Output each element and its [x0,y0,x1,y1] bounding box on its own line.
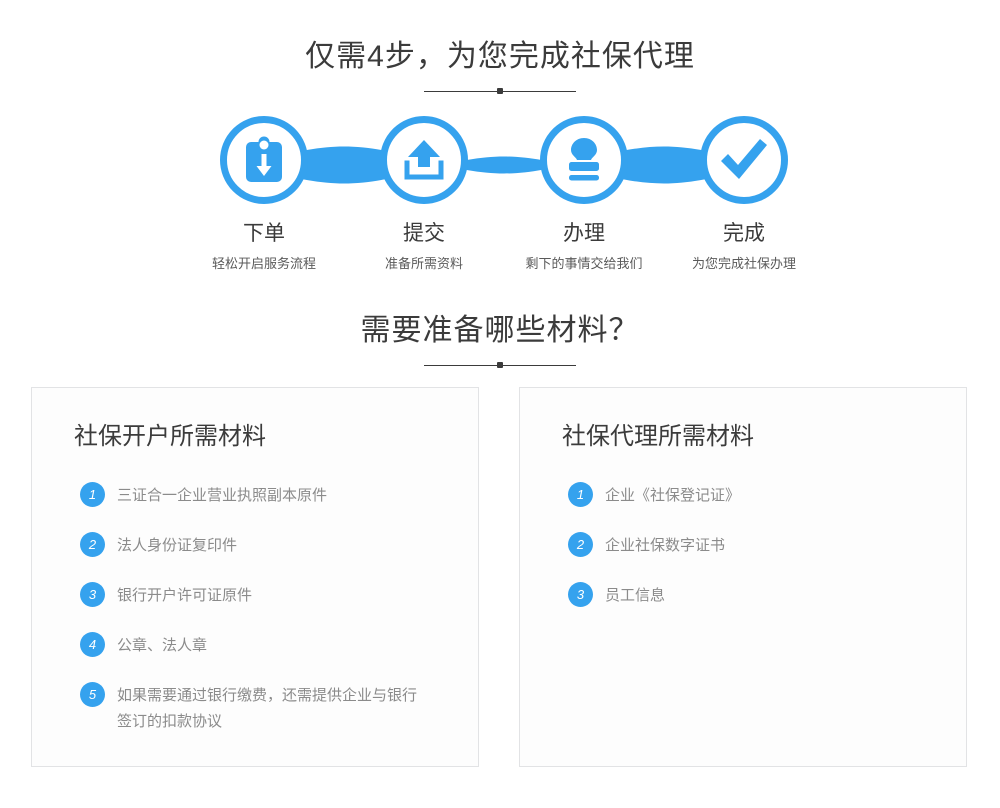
material-card-open-account: 社保开户所需材料 1 三证合一企业营业执照副本原件 2 法人身份证复印件 3 银… [31,387,479,767]
step-desc-3: 剩下的事情交给我们 [525,256,643,271]
item-text: 银行开户许可证原件 [117,587,253,604]
item-number-badge: 3 [80,582,105,607]
materials-title: 需要准备哪些材料？ [360,314,640,347]
item-number-badge: 3 [568,582,593,607]
clipboard-download-icon [227,123,301,197]
item-text: 企业社保数字证书 [605,537,726,554]
step-label-2: 提交 [403,222,445,245]
material-list: 1 三证合一企业营业执照副本原件 2 法人身份证复印件 3 银行开户许可证原件 … [80,482,452,735]
material-list: 1 企业《社保登记证》 2 企业社保数字证书 3 员工信息 [568,482,940,632]
upload-tray-icon [387,123,461,197]
title-divider [424,86,576,98]
item-text: 企业《社保登记证》 [605,487,741,504]
list-item: 4 公章、法人章 [80,632,452,682]
steps-strip: 下单 轻松开启服务流程 提交 准备所需资料 办理 剩下的事情交给我们 [0,110,1000,290]
list-item: 5 如果需要通过银行缴费，还需提供企业与银行签订的扣款协议 [80,682,417,735]
materials-section-heading: 需要准备哪些材料？ [0,310,1000,372]
step-label-1: 下单 [243,222,285,245]
checkmark-icon [707,123,781,197]
item-text: 员工信息 [605,587,666,604]
item-number-badge: 1 [80,482,105,507]
divider-dot [497,88,503,94]
list-item: 2 企业社保数字证书 [568,532,940,582]
step-connector-ribbon [264,146,744,184]
list-item: 1 三证合一企业营业执照副本原件 [80,482,452,532]
step-desc-1: 轻松开启服务流程 [211,256,316,271]
step-label-3: 办理 [563,222,605,245]
stamp-icon [547,123,621,197]
item-number-badge: 2 [80,532,105,557]
material-card-agency: 社保代理所需材料 1 企业《社保登记证》 2 企业社保数字证书 3 员工信息 [519,387,967,767]
title-divider [424,360,576,372]
item-text: 法人身份证复印件 [117,537,238,554]
page-title: 仅需4步，为您完成社保代理 [305,40,695,73]
card-title: 社保代理所需材料 [562,423,754,450]
item-text: 三证合一企业营业执照副本原件 [117,487,328,504]
step-desc-2: 准备所需资料 [384,256,463,271]
list-item: 3 员工信息 [568,582,940,632]
item-text: 如果需要通过银行缴费，还需提供企业与银行签订的扣款协议 [117,687,418,730]
step-label-4: 完成 [723,222,765,245]
item-number-badge: 1 [568,482,593,507]
item-number-badge: 5 [80,682,105,707]
steps-section-heading: 仅需4步，为您完成社保代理 [0,36,1000,98]
step-desc-4: 为您完成社保办理 [691,256,796,271]
item-text: 公章、法人章 [117,637,208,654]
card-title: 社保开户所需材料 [74,423,266,450]
divider-dot [497,362,503,368]
item-number-badge: 2 [568,532,593,557]
list-item: 3 银行开户许可证原件 [80,582,452,632]
list-item: 1 企业《社保登记证》 [568,482,940,532]
item-number-badge: 4 [80,632,105,657]
list-item: 2 法人身份证复印件 [80,532,452,582]
